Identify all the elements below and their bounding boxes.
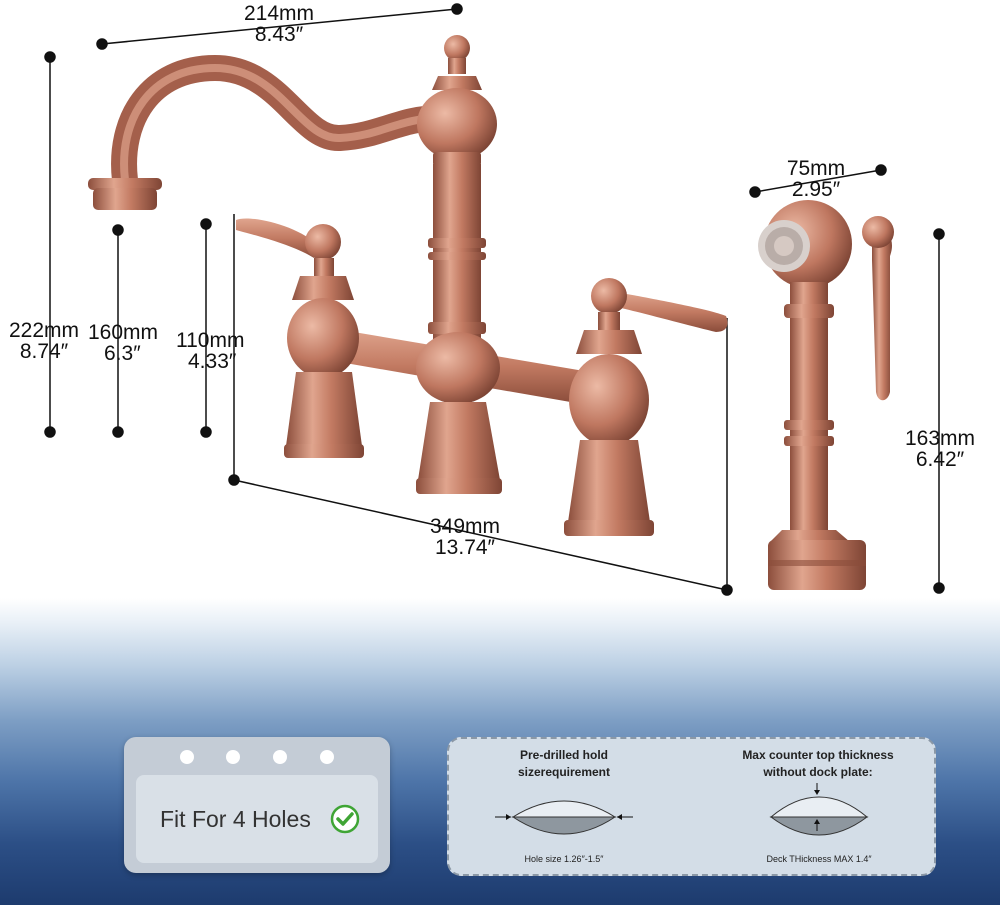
holes-card: Fit For 4 Holes <box>124 737 390 873</box>
handle-height-mm: 110mm <box>176 329 245 352</box>
spout-height-label: 160mm 6.3″ <box>88 322 172 364</box>
installation-info-card: Pre-drilled hold sizerequirement Hole si… <box>447 737 936 876</box>
spout-reach-mm: 214mm <box>244 2 315 25</box>
hole-size-diagram <box>495 800 633 835</box>
sprayer-width-mm: 75mm <box>786 157 846 180</box>
dimension-lines <box>44 3 945 596</box>
center-spread-mm: 349mm <box>429 515 501 538</box>
hole-size-title-line2: sizerequirement <box>517 765 611 779</box>
spout-height-mm: 160mm <box>88 321 159 344</box>
hole-size-title: Pre-drilled hold sizerequirement <box>499 747 629 781</box>
handle-height-in: 4.33″ <box>188 350 237 373</box>
spout-height-in: 6.3″ <box>104 342 141 365</box>
center-spread-label: 349mm 13.74″ <box>420 516 510 558</box>
spout-reach-in: 8.43″ <box>254 23 304 46</box>
fit-holes-label: Fit For 4 Holes <box>160 806 311 832</box>
total-height-label: 222mm 8.74″ <box>4 320 84 362</box>
deck-thickness-caption: Deck THickness MAX 1.4″ <box>766 854 872 864</box>
center-spread-in: 13.74″ <box>435 536 495 559</box>
max-thickness-title-line1: Max counter top thickness <box>742 748 894 762</box>
spout-reach-label: 214mm 8.43″ <box>244 3 314 45</box>
handle-height-label: 110mm 4.33″ <box>176 330 258 372</box>
hole-2 <box>226 750 240 764</box>
sprayer-width-in: 2.95″ <box>791 178 841 201</box>
hole-1 <box>180 750 194 764</box>
hole-size-caption: Hole size 1.26″-1.5″ <box>524 854 604 864</box>
holes-card-label-panel: Fit For 4 Holes <box>136 775 378 863</box>
deck-thickness-diagram <box>769 783 869 836</box>
sprayer-height-in: 6.42″ <box>915 448 965 471</box>
total-height-in: 8.74″ <box>19 340 69 363</box>
hole-size-title-line1: Pre-drilled hold <box>519 748 608 762</box>
check-circle-icon <box>330 804 360 834</box>
max-thickness-title-line2: without dock plate: <box>763 765 873 779</box>
hole-4 <box>320 750 334 764</box>
total-height-mm: 222mm <box>8 319 80 342</box>
sprayer-width-label: 75mm 2.95″ <box>780 158 852 200</box>
hole-3 <box>273 750 287 764</box>
sprayer-height-mm: 163mm <box>904 427 976 450</box>
sprayer-height-label: 163mm 6.42″ <box>897 428 983 470</box>
max-thickness-title: Max counter top thickness without dock p… <box>725 747 911 781</box>
